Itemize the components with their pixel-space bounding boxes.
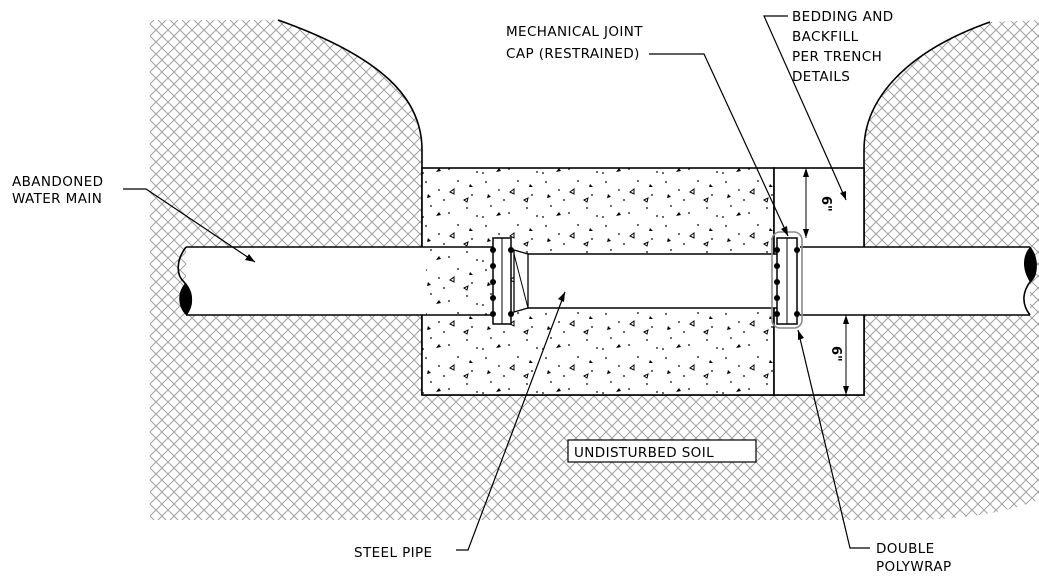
leader-bedding — [763, 15, 847, 201]
pipe-break-left — [179, 283, 193, 315]
abandoned-main-left — [177, 246, 500, 316]
leader-mj-cap — [649, 53, 789, 237]
mechanical-joint-left — [490, 237, 514, 325]
leader-steel-pipe — [456, 291, 566, 551]
label-mj-1: MECHANICAL JOINT — [506, 24, 643, 40]
label-mj-2: CAP (RESTRAINED) — [506, 46, 640, 62]
leader-arrow-steel — [558, 292, 565, 302]
label-steel-pipe: STEEL PIPE — [354, 545, 432, 561]
steel-pipe-section — [513, 249, 778, 313]
leader-arrow-mj — [781, 226, 788, 236]
label-polywrap-2: POLYWRAP — [876, 559, 952, 575]
label-bedding-1: BEDDING AND — [792, 9, 894, 25]
leader-arrow-abandoned — [245, 254, 255, 262]
label-bedding-4: DETAILS — [792, 69, 850, 85]
water-main-right — [800, 246, 1037, 316]
label-bedding-2: BACKFILL — [792, 29, 859, 45]
dim-top-text: 6" — [818, 196, 833, 212]
label-polywrap-1: DOUBLE — [876, 541, 935, 557]
dim-bottom-text: 6" — [828, 346, 843, 362]
leader-abandoned — [123, 188, 256, 263]
leader-arrow-bedding — [840, 191, 846, 200]
label-abandoned-2: WATER MAIN — [12, 191, 102, 207]
undisturbed-label-box — [567, 439, 757, 463]
pipe-break-right — [1024, 247, 1037, 282]
mechanical-joint-cap — [771, 231, 803, 329]
label-bedding-3: PER TRENCH — [792, 49, 882, 65]
label-abandoned-1: ABANDONED — [12, 174, 103, 190]
leader-arrow-polywrap — [798, 330, 804, 340]
dimension-top: 6" — [800, 167, 833, 238]
dimension-bottom: 6" — [828, 314, 852, 395]
label-undisturbed: UNDISTURBED SOIL — [574, 445, 714, 461]
leader-polywrap — [797, 329, 870, 549]
